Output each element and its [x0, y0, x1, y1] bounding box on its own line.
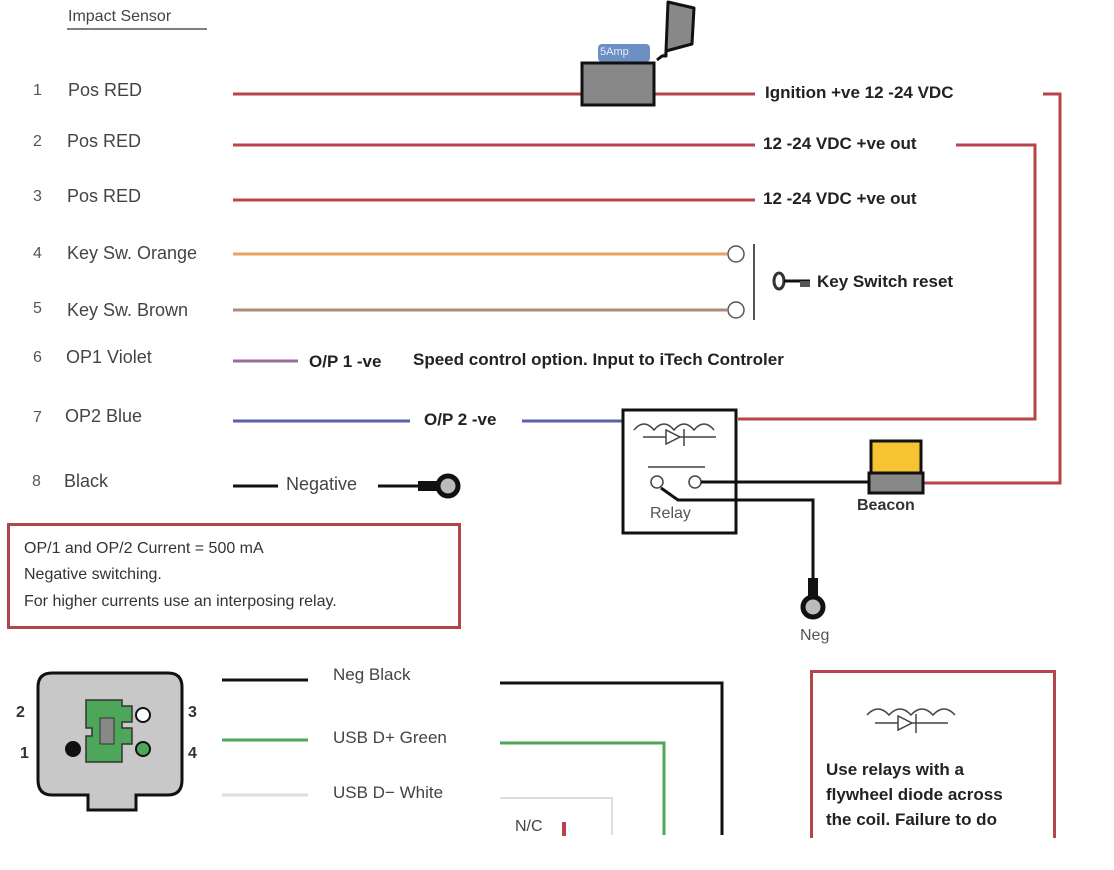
note-line: Use relays with a [826, 760, 964, 779]
wire-label: Pos RED [67, 131, 142, 151]
relay-label: Relay [650, 505, 691, 522]
ignition-label: Ignition +ve 12 -24 VDC [765, 83, 954, 102]
flywheel-note-box: Use relays with a flywheel diode across … [810, 670, 1056, 843]
note-line: Negative switching. [24, 566, 162, 583]
wire-number: 8 [32, 473, 41, 490]
key-switch-label: Key Switch reset [817, 272, 954, 291]
wire-label: Key Sw. Brown [67, 300, 189, 320]
wire-number: 5 [33, 300, 42, 317]
negative-label: Negative [286, 474, 358, 494]
pin-label: 2 [16, 704, 25, 721]
note-line: For higher currents use an interposing r… [24, 593, 337, 610]
wire-number: 4 [33, 245, 42, 262]
wire-ignition-return [900, 92, 1062, 485]
note-line: flywheel diode across [826, 785, 1003, 804]
pin-label: 3 [188, 704, 197, 721]
wire-number: 1 [33, 82, 42, 99]
wire-number: 2 [33, 133, 42, 150]
fuse-icon [580, 0, 696, 107]
usb-connector-icon [36, 671, 184, 812]
pin-label: 4 [188, 745, 197, 762]
neg-terminal-icon [800, 578, 826, 620]
speed-control-label: Speed control option. Input to iTech Con… [413, 350, 784, 369]
relay-neg-wire [660, 486, 815, 580]
beacon-icon [867, 439, 925, 495]
usb-white-label: USB D− White [333, 783, 444, 802]
relay-icon [621, 408, 738, 535]
wire-usb-white-run [500, 797, 613, 835]
current-note-box: OP/1 and OP/2 Current = 500 mA Negative … [7, 523, 461, 629]
neg-black-label: Neg Black [333, 665, 411, 684]
wire-number: 3 [33, 188, 42, 205]
op1-label: O/P 1 -ve [309, 352, 382, 371]
diagram-title: Impact Sensor [68, 8, 172, 25]
op2-label: O/P 2 -ve [424, 410, 497, 429]
fuse-label: 5Amp [600, 46, 629, 58]
ground-terminal-icon [418, 473, 461, 499]
wire-number: 6 [33, 349, 42, 366]
key-contact-2 [727, 301, 745, 319]
pin-label: 1 [20, 745, 29, 762]
note-line: OP/1 and OP/2 Current = 500 mA [24, 540, 264, 557]
vdc-out-label-1: 12 -24 VDC +ve out [763, 134, 917, 153]
usb-green-label: USB D+ Green [333, 728, 447, 747]
wire-label: Pos RED [68, 80, 143, 100]
wire-label: Key Sw. Orange [67, 243, 198, 263]
wire-usb-green-run [500, 741, 666, 835]
wire-label: Pos RED [67, 186, 142, 206]
neg-label: Neg [800, 627, 830, 644]
note-line: the coil. Failure to do [826, 810, 997, 829]
wire-neg-black-run [500, 681, 724, 835]
flywheel-diode-icon [866, 708, 956, 733]
nc-marker [562, 822, 566, 836]
beacon-label: Beacon [857, 497, 915, 514]
wire-label: Black [64, 471, 109, 491]
wire-number: 7 [33, 409, 42, 426]
crop-mask [800, 838, 1114, 870]
wire-2-return [738, 143, 1037, 421]
wire-label: OP2 Blue [65, 406, 143, 426]
nc-label: N/C [515, 818, 543, 835]
key-contact-1 [727, 245, 745, 263]
key-icon [772, 271, 810, 291]
vdc-out-label-2: 12 -24 VDC +ve out [763, 189, 917, 208]
wire-label: OP1 Violet [66, 347, 152, 367]
